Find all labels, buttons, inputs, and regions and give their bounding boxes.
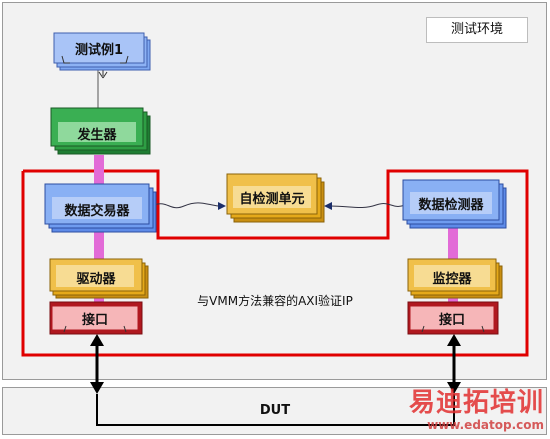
- watermark-url: www.edatop.com: [427, 418, 544, 432]
- bus-gen-trans: [94, 155, 104, 190]
- transactor-block: [44, 183, 157, 233]
- monitor-label: 监控器: [432, 272, 472, 287]
- dut-label: DUT: [259, 403, 291, 418]
- testcase-block: [53, 32, 151, 71]
- interface-right-label: 接口: [438, 313, 465, 328]
- checker-label: 数据检测器: [418, 198, 484, 213]
- transactor-label: 数据交易器: [64, 204, 130, 219]
- generator-label: 发生器: [77, 128, 117, 143]
- monitor-block: [407, 258, 503, 299]
- interface-right-block: [407, 301, 499, 335]
- caption: 与VMM方法兼容的AXI验证IP: [197, 294, 353, 308]
- interface-left-block: [49, 301, 143, 335]
- driver-block: [49, 258, 149, 299]
- selfcheck-block: [226, 173, 325, 223]
- selfcheck-label: 自检测单元: [239, 192, 305, 207]
- dut-panel: [2, 387, 547, 435]
- watermark-brand: 易迪拓培训: [408, 388, 544, 418]
- testcase-label: 测试例1: [74, 43, 124, 58]
- bus-checker-monitor: [448, 222, 458, 262]
- interface-left-label: 接口: [81, 313, 108, 328]
- generator-block: [50, 107, 151, 155]
- driver-label: 驱动器: [76, 272, 116, 287]
- bus-trans-driver: [94, 228, 104, 264]
- test-environment-label: 测试环境: [426, 17, 528, 43]
- watermark: 易迪拓培训 www.edatop.com: [409, 388, 544, 432]
- checker-block: [402, 179, 507, 229]
